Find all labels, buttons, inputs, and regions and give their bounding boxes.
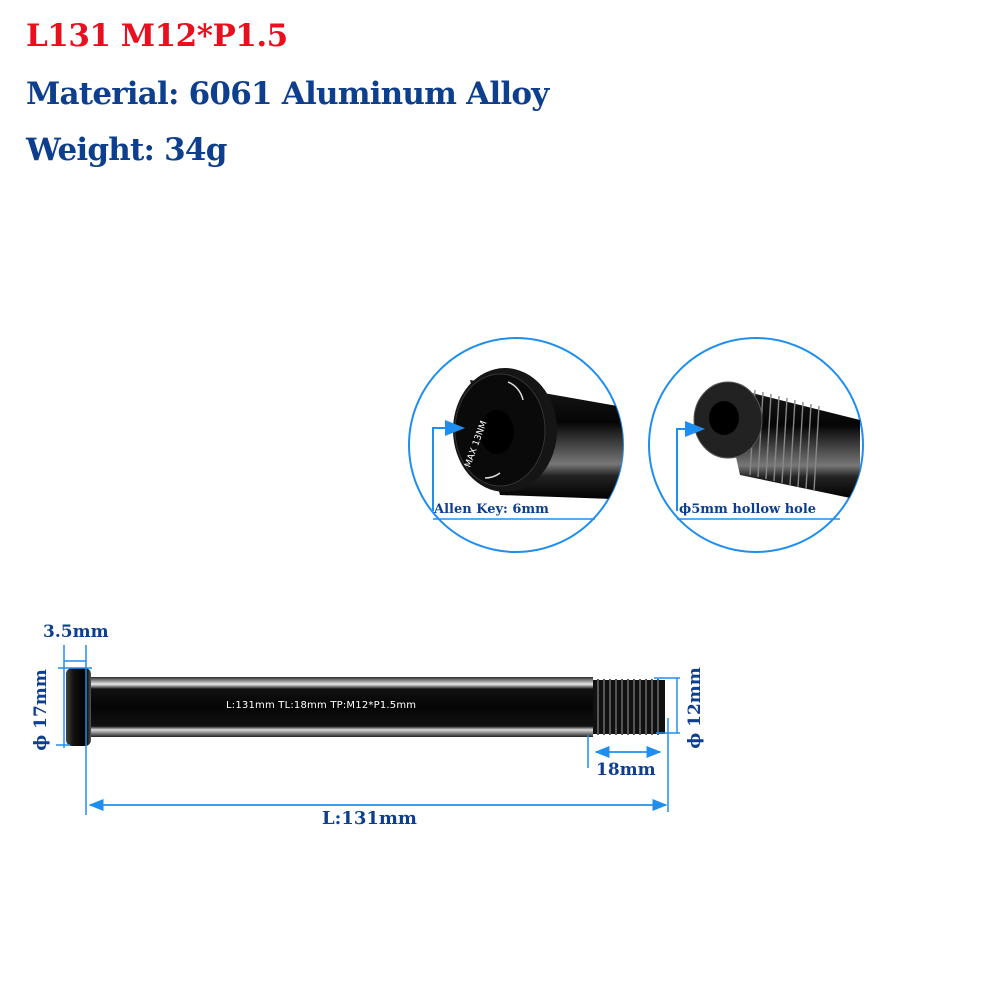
product-title: L131 M12*P1.5	[26, 18, 288, 54]
head-width-dimension: 3.5mm	[43, 622, 109, 642]
allen-key-label: Allen Key: 6mm	[434, 502, 549, 517]
total-length-dimension: L:131mm	[322, 808, 417, 829]
dimension-lines	[56, 645, 680, 815]
material-spec: Material: 6061 Aluminum Alloy	[26, 76, 549, 112]
hollow-hole-label: ϕ5mm hollow hole	[679, 502, 817, 517]
weight-spec: Weight: 34g	[26, 132, 227, 168]
head-diameter-dimension: ϕ 17mm	[31, 669, 51, 751]
thread-length-dimension: 18mm	[596, 760, 656, 780]
thru-axle	[66, 668, 665, 746]
thread-diameter-dimension: ϕ 12mm	[685, 667, 705, 749]
axle-engraving: L:131mm TL:18mm TP:M12*P1.5mm	[226, 700, 417, 711]
bolt-head-detail: MAX 13NM	[408, 337, 624, 553]
threaded-end-detail	[648, 337, 864, 553]
